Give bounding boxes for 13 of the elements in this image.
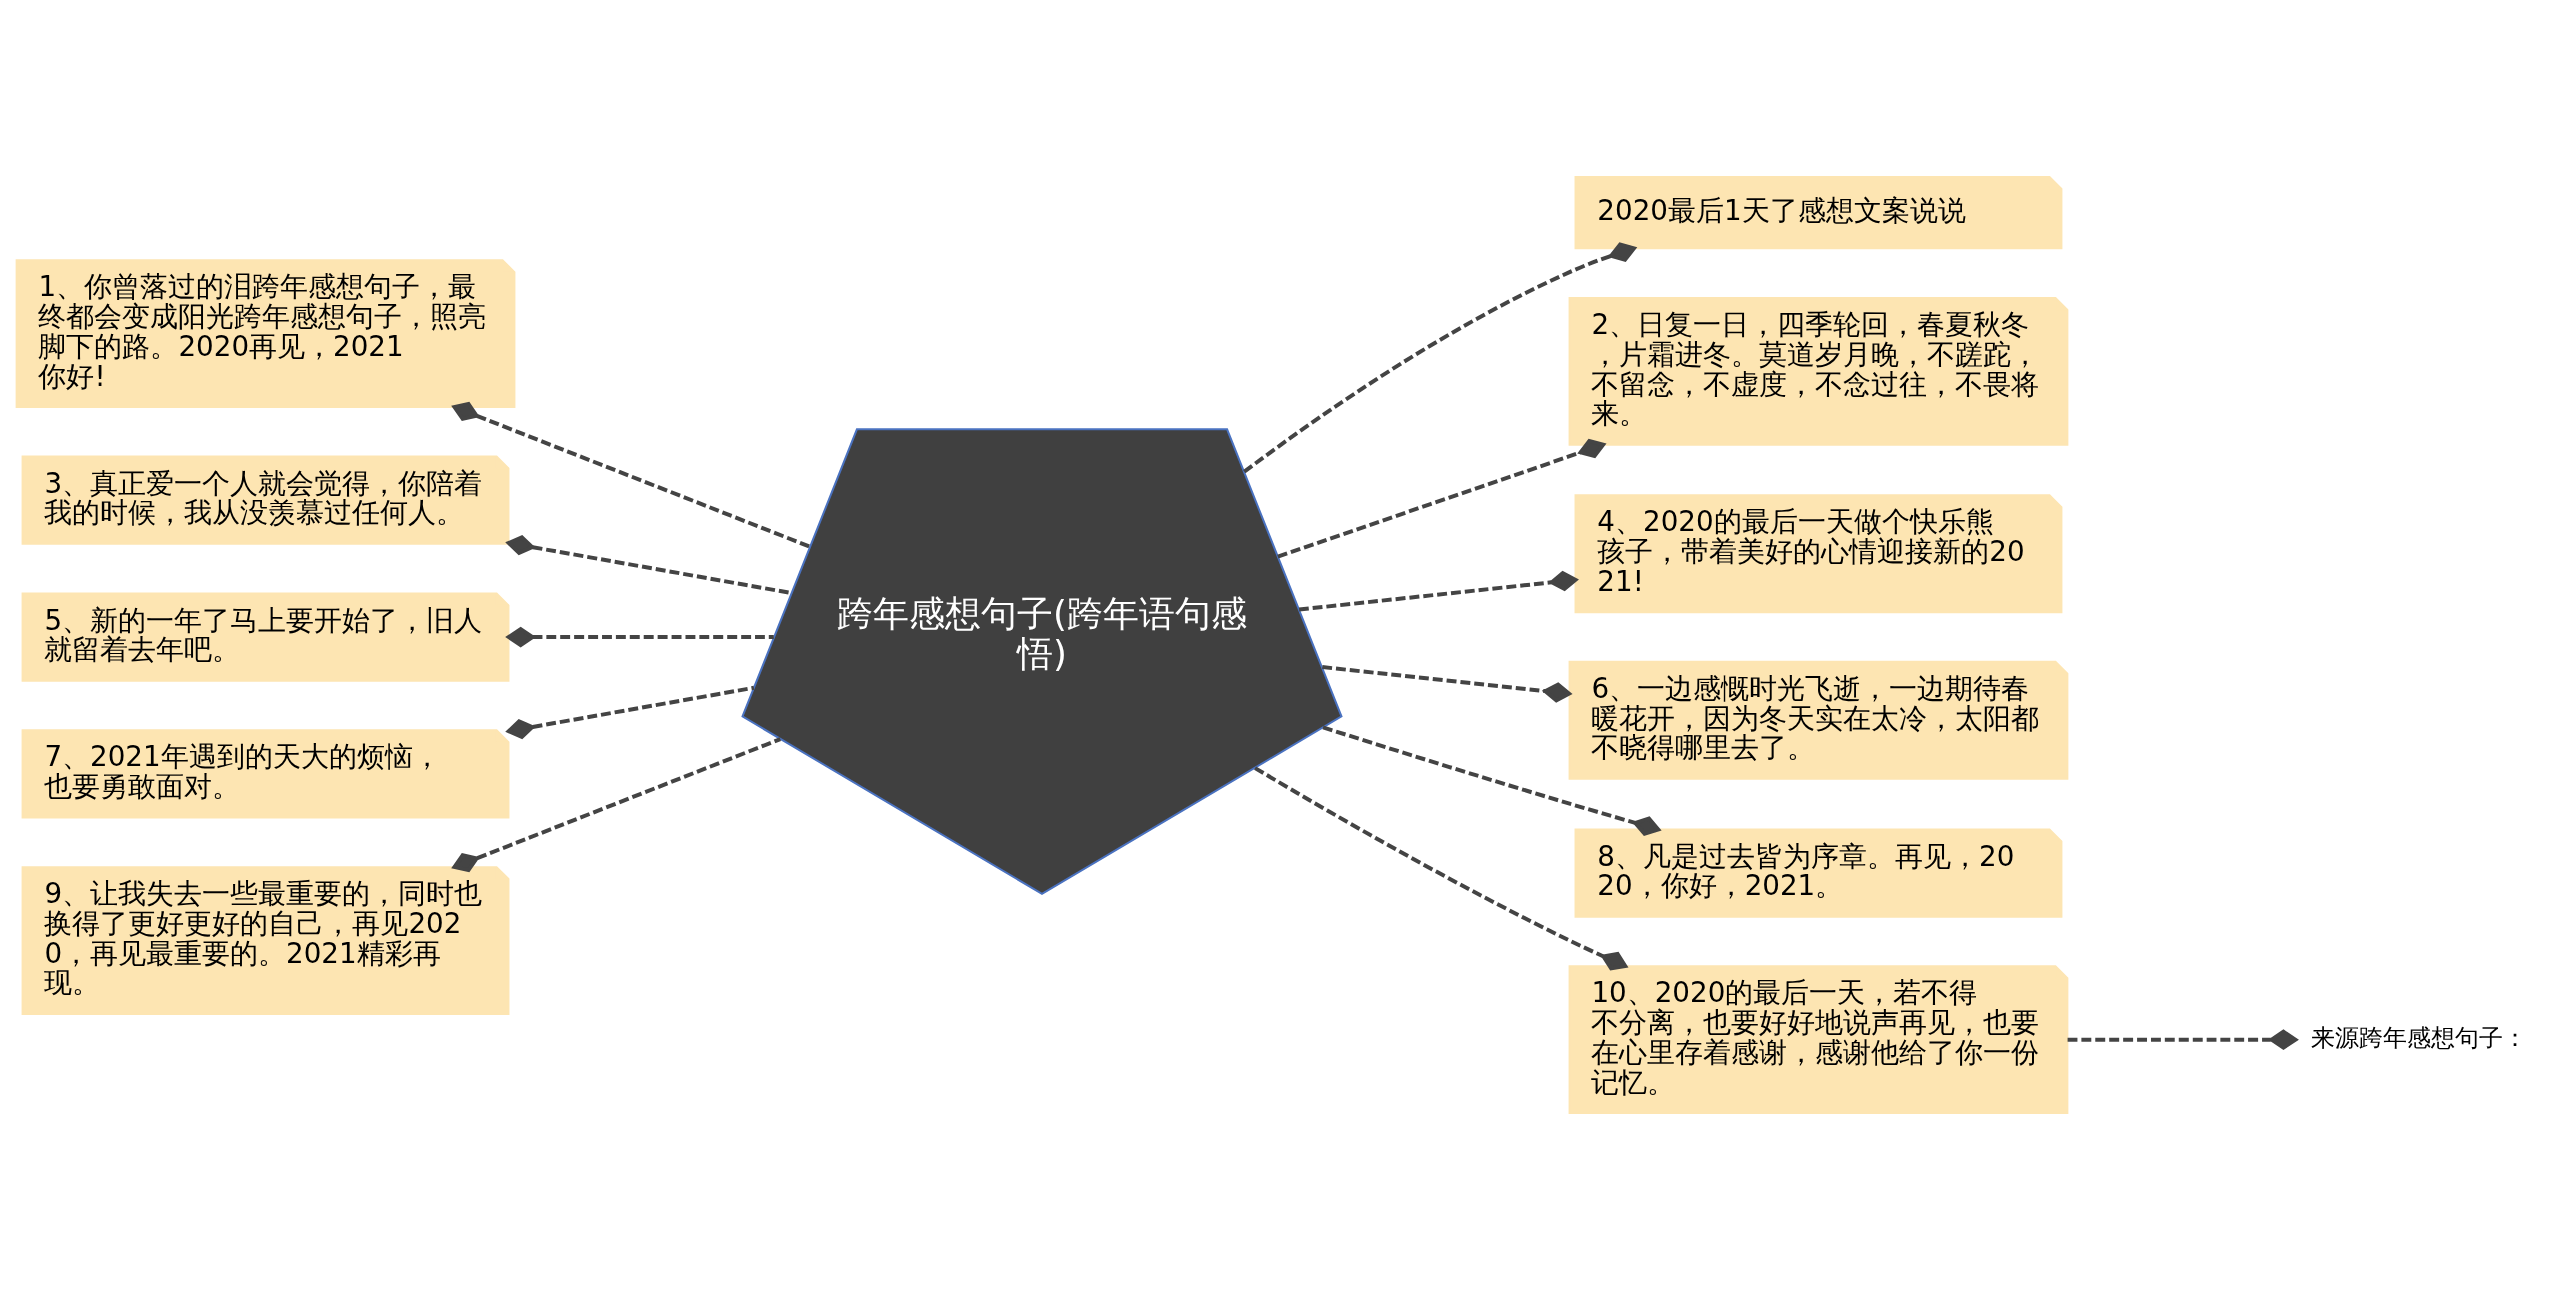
connector [451,401,811,549]
connector [1277,438,1607,559]
connector [505,534,792,595]
node-text: 来源跨年感想句子： [2311,1023,2528,1052]
connector [451,737,782,873]
connector [1298,570,1579,612]
connector [1322,725,1662,837]
connector [505,685,755,740]
connector [2067,1029,2299,1050]
connector [505,626,774,648]
connector [1254,766,1629,971]
connector [1243,242,1638,474]
connector [1322,665,1573,703]
